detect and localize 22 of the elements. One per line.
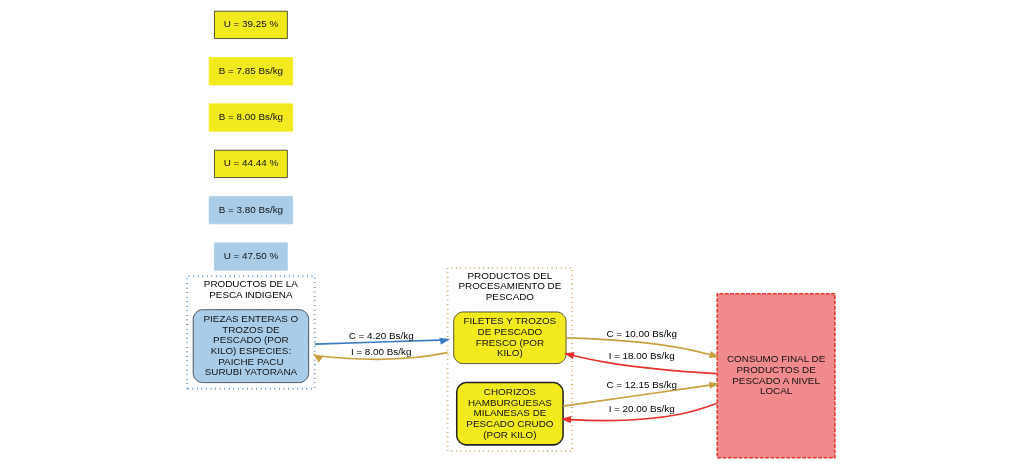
node-box: B = 3.80 Bs/kg [208,196,294,225]
arrow [565,337,720,359]
node-box: PIEZAS ENTERAS O TROZOS DE PESCADO (POR KILO) ESPECIES: PAICHE PACU SURUBI YATORANA [192,309,309,383]
node-box: CONSUMO FINAL DE PRODUCTOS DE PESCADO A NIVEL LOCAL [716,293,836,459]
node-box: U = 39.25 % [214,10,288,39]
node-box: U = 47.50 % [214,242,288,271]
node-box: U = 44.44 % [214,149,288,178]
node-box: FILETES Y TROZOS DE PESCADO FRESCO (POR KILO) [453,311,567,364]
edge-label: C = 10.00 Bs/kg [606,328,677,340]
node-box: B = 8.00 Bs/kg [208,103,294,132]
arrow [563,352,719,375]
arrow [313,337,451,345]
edge-label: I = 18.00 Bs/kg [608,350,675,362]
arrow [560,402,718,424]
edge-label: I = 8.00 Bs/kg [350,345,412,357]
edge-label: C = 12.15 Bs/kg [606,379,677,391]
arrow [562,381,720,408]
edge-label: C = 4.20 Bs/kg [348,329,414,341]
arrow [312,351,449,363]
node-box: B = 7.85 Bs/kg [208,57,294,86]
edge-label: I = 20.00 Bs/kg [608,402,675,414]
node-box: CHORIZOS HAMBURGUESAS MILANESAS DE PESCADO CRUDO (POR KILO) [455,381,564,446]
